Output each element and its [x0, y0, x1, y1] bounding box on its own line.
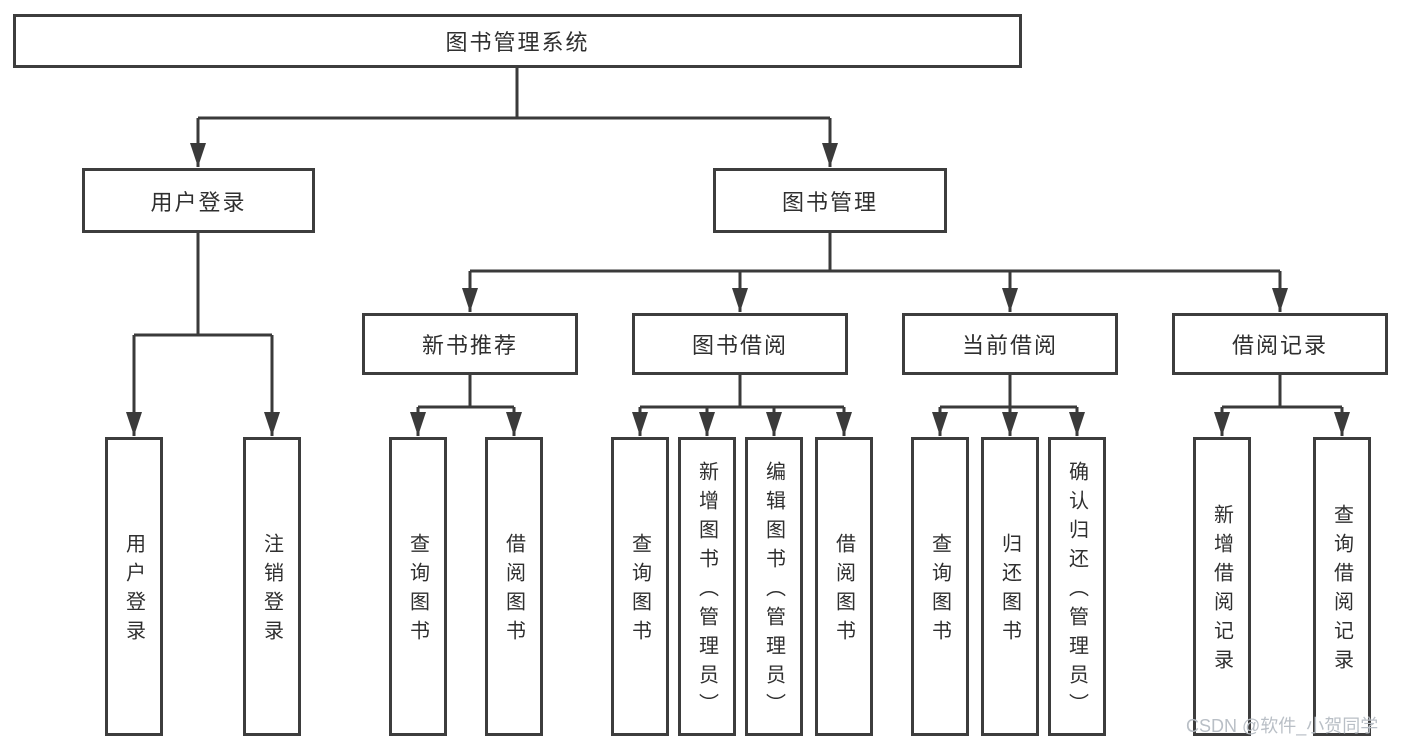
node-label: 查询图书 — [406, 533, 429, 649]
node-label: 借阅图书 — [502, 533, 525, 649]
connector-arrows — [126, 118, 1350, 436]
node-add-borrow-record: 新增借阅记录 — [1193, 437, 1251, 736]
node-label: 查询图书 — [928, 533, 951, 649]
node-label: 图书管理 — [781, 189, 878, 215]
node-label: 新增借阅记录 — [1210, 504, 1233, 678]
node-label: 借阅记录 — [1231, 333, 1328, 358]
node-label: 新书推荐 — [421, 333, 518, 358]
node-book-management: 图书管理 — [713, 168, 947, 233]
csdn-watermark: CSDN @软件_小贺同学 — [1186, 716, 1379, 736]
node-label: 图书借阅 — [691, 333, 788, 358]
node-borrow-books-borrow: 借阅图书 — [815, 437, 873, 736]
node-label: 借阅图书 — [832, 533, 855, 649]
node-query-borrow-record: 查询借阅记录 — [1313, 437, 1371, 736]
node-label: 新增图书（管理员） — [695, 460, 718, 722]
node-user-login: 用户登录 — [82, 168, 315, 233]
node-user-login-leaf: 用户登录 — [105, 437, 163, 736]
node-library-management-system: 图书管理系统 — [13, 14, 1022, 68]
node-borrow-books-newbook: 借阅图书 — [485, 437, 543, 736]
node-label: 确认归还（管理员） — [1065, 460, 1088, 722]
node-current-borrowing: 当前借阅 — [902, 313, 1118, 375]
node-add-book-admin: 新增图书（管理员） — [678, 437, 736, 736]
node-new-book-recommend: 新书推荐 — [362, 313, 578, 375]
node-return-books: 归还图书 — [981, 437, 1039, 736]
node-label: 用户登录 — [122, 533, 145, 649]
node-label: 注销登录 — [260, 533, 283, 649]
node-borrow-records: 借阅记录 — [1172, 313, 1388, 375]
node-label: 当前借阅 — [961, 333, 1058, 358]
node-label: 归还图书 — [998, 533, 1021, 649]
node-label: 查询借阅记录 — [1330, 504, 1353, 678]
node-logout-leaf: 注销登录 — [243, 437, 301, 736]
node-query-books-current: 查询图书 — [911, 437, 969, 736]
node-label: 用户登录 — [150, 189, 247, 215]
node-query-books-borrow: 查询图书 — [611, 437, 669, 736]
node-book-borrowing: 图书借阅 — [632, 313, 848, 375]
node-label: 编辑图书（管理员） — [762, 460, 785, 722]
node-query-books-newbook: 查询图书 — [389, 437, 447, 736]
node-label: 查询图书 — [628, 533, 651, 649]
node-edit-book-admin: 编辑图书（管理员） — [745, 437, 803, 736]
node-label: 图书管理系统 — [445, 30, 590, 55]
node-confirm-return-admin: 确认归还（管理员） — [1048, 437, 1106, 736]
